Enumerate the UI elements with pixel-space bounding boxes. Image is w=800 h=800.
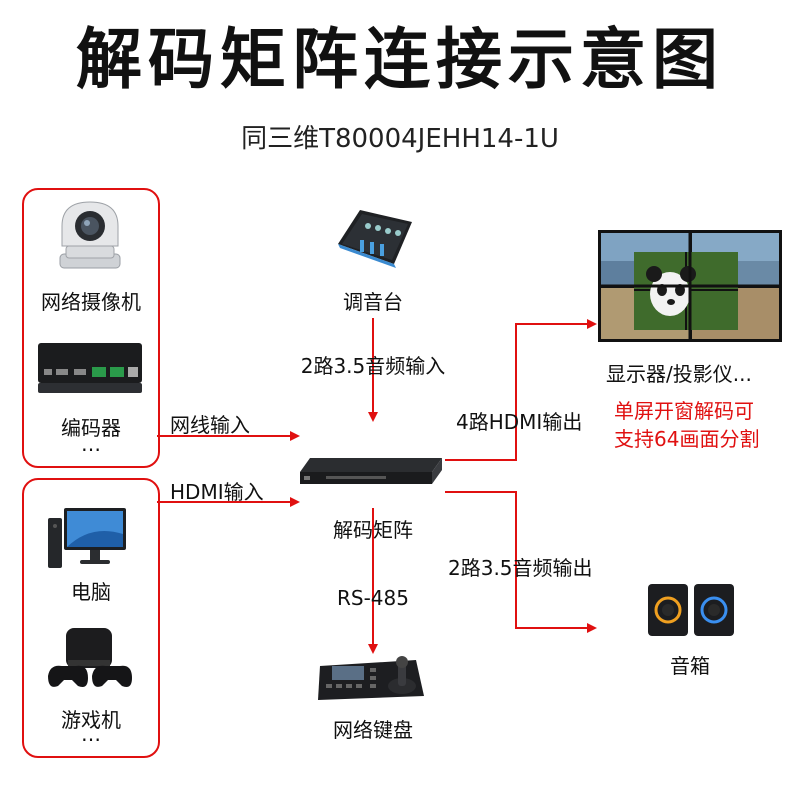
more-inputs-bottom: …	[81, 722, 101, 746]
network-keyboard-icon	[318, 656, 424, 700]
page-title: 解码矩阵连接示意图	[76, 21, 724, 98]
audio-out-label: 2路3.5音频输出	[448, 556, 593, 580]
game-console-icon	[48, 628, 132, 687]
hdmi-out-label: 4路HDMI输出	[456, 410, 583, 434]
network-camera-icon	[59, 201, 121, 269]
encoder-label: 编码器	[61, 416, 121, 440]
keyboard-label: 网络键盘	[333, 718, 413, 742]
display-note-1: 单屏开窗解码可	[614, 399, 754, 423]
hdmi-in-label: HDMI输入	[170, 480, 264, 504]
decoder-matrix-device	[300, 458, 442, 484]
rs485-label: RS-485	[337, 586, 409, 610]
hdmi-input-group	[22, 478, 160, 758]
more-inputs-top: …	[81, 432, 101, 456]
display-note-2: 支持64画面分割	[614, 427, 760, 451]
audio-in-label: 2路3.5音频输入	[300, 354, 446, 378]
hdmi-out-arrow	[445, 319, 597, 461]
mixer-label: 调音台	[343, 290, 403, 314]
computer-icon	[48, 508, 126, 568]
audio-mixer-icon	[338, 210, 412, 268]
pc-label: 电脑	[71, 580, 111, 604]
display-label: 显示器/投影仪...	[606, 362, 752, 386]
matrix-label: 解码矩阵	[333, 518, 413, 542]
page-subtitle: 同三维T80004JEHH14-1U	[241, 124, 559, 154]
encoder-icon	[38, 343, 142, 393]
camera-label: 网络摄像机	[41, 290, 141, 314]
network-input-group	[22, 188, 160, 468]
audio-out-arrow	[445, 491, 597, 633]
network-in-label: 网线输入	[170, 413, 250, 437]
speaker-label: 音箱	[670, 654, 710, 678]
game-console-label: 游戏机	[61, 708, 121, 732]
video-wall-display	[598, 230, 782, 342]
speaker-icon	[648, 584, 734, 636]
